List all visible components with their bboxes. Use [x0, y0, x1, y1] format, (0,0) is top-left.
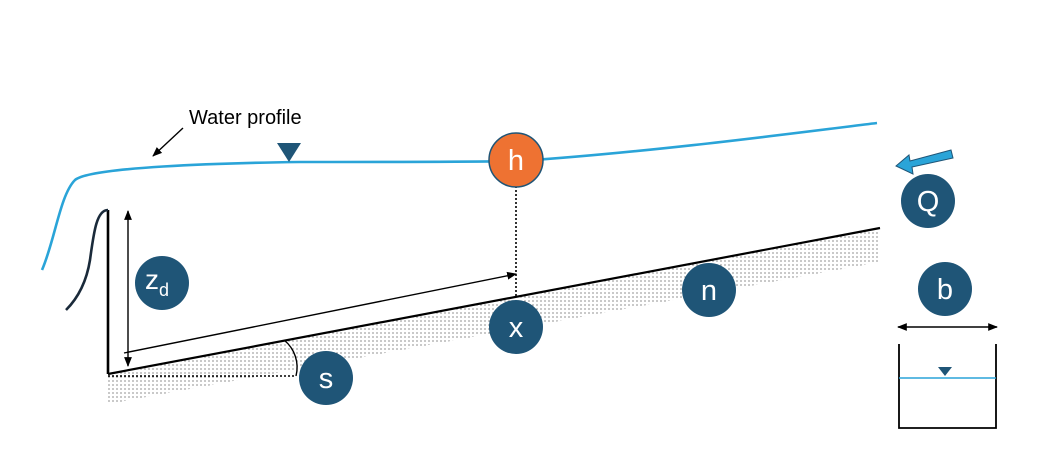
- slope-angle-arc: [283, 339, 298, 377]
- water-profile-line: [40, 121, 878, 271]
- node-x: x: [489, 300, 543, 354]
- annotation-arrow: [152, 127, 184, 157]
- node-n: n: [682, 263, 736, 317]
- node-s: s: [299, 351, 353, 405]
- cross-section-water-triangle: [938, 367, 952, 376]
- water-surface-triangle: [277, 143, 301, 162]
- inflow-arrow-icon: [895, 149, 954, 175]
- cross-section: [897, 323, 998, 429]
- node-zd-symbol: z: [145, 264, 159, 295]
- node-Q-label: Q: [917, 186, 940, 218]
- node-b-label: b: [937, 274, 953, 306]
- node-s-label: s: [319, 363, 334, 395]
- water-profile-label: Water profile: [189, 107, 302, 129]
- bed-line: [107, 226, 881, 376]
- node-h: h: [488, 132, 544, 188]
- node-x-label: x: [509, 312, 524, 344]
- node-b: b: [918, 262, 972, 316]
- node-zd-subscript: d: [159, 280, 169, 300]
- node-zd-label: zd: [145, 264, 169, 300]
- cross-section-channel: [898, 344, 997, 429]
- x-distance-arrow: [123, 271, 517, 354]
- weir: [65, 208, 110, 374]
- node-zd: zd: [135, 256, 189, 310]
- weir-crest-curve: [65, 208, 109, 311]
- node-Q: Q: [901, 174, 955, 228]
- node-h-label: h: [508, 145, 524, 177]
- node-n-label: n: [701, 275, 717, 307]
